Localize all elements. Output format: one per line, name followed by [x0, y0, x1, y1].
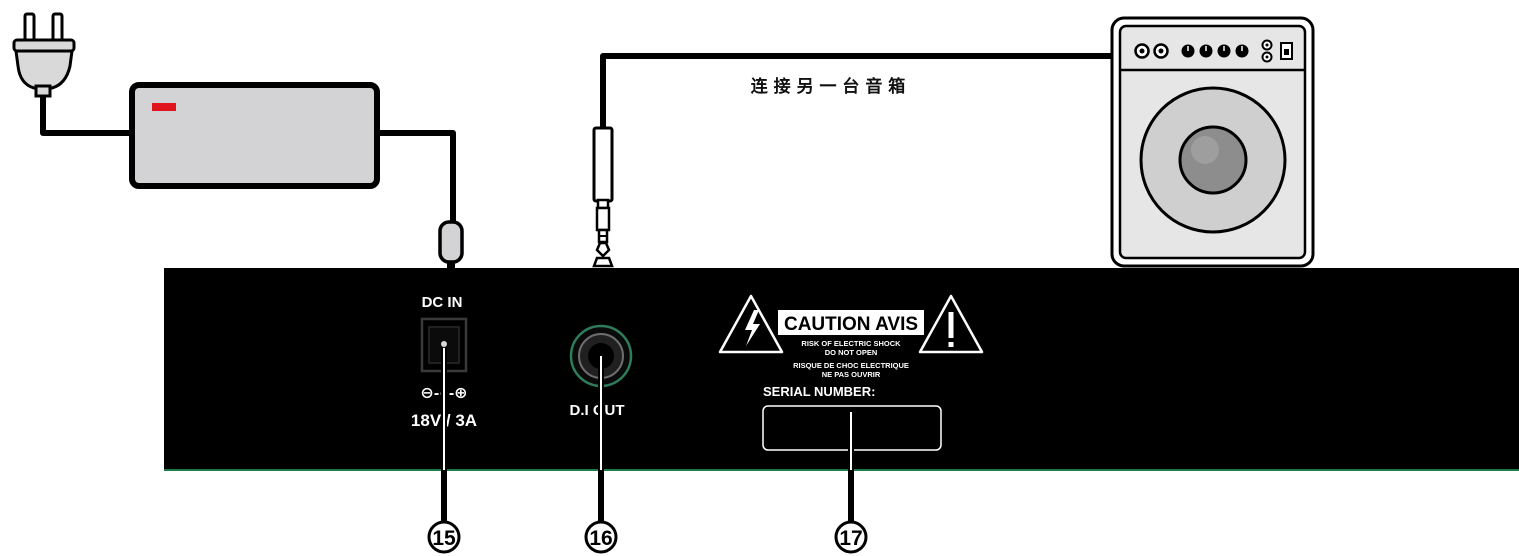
dc-plug-icon — [438, 220, 464, 274]
power-cable — [40, 96, 456, 224]
callout-16: 16 — [584, 520, 618, 554]
amplifier-icon — [1110, 16, 1315, 268]
amp-speaker-cone — [1139, 86, 1287, 234]
caution-title: CAUTION AVIS — [784, 314, 918, 335]
callout-17: 17 — [834, 520, 868, 554]
dc-in-label: DC IN — [422, 294, 463, 311]
serial-number-label: SERIAL NUMBER: — [763, 384, 875, 399]
callout-16-label: 16 — [589, 527, 612, 550]
di-out-label: D.I OUT — [570, 402, 625, 419]
callout-15-label: 15 — [432, 527, 456, 550]
callout-15: 15 — [427, 520, 461, 554]
callout-leaders — [441, 348, 854, 521]
exclamation-icon — [948, 312, 954, 347]
instrument-cable — [600, 53, 1117, 128]
power-adapter-icon — [129, 82, 380, 189]
callout-17-label: 17 — [839, 527, 862, 550]
warning-triangle-icon — [718, 294, 784, 354]
caution-line-3: RISQUE DE CHOC ELECTRIQUE — [793, 361, 909, 370]
rear-panel — [164, 268, 1519, 471]
power-plug-icon — [12, 12, 76, 98]
lightning-icon — [745, 310, 760, 346]
warning-triangle-icon — [918, 294, 984, 354]
caution-title-box — [778, 310, 924, 335]
amp-connection-caption: 连 接 另 一 台 音 箱 — [751, 76, 906, 97]
instrument-jack-icon — [592, 126, 614, 268]
caution-line-1: RISK OF ELECTRIC SHOCK — [801, 339, 901, 348]
amp-control-panel — [1134, 39, 1293, 63]
caution-line-2: DO NOT OPEN — [825, 348, 878, 357]
caution-line-4: NE PAS OUVRIR — [822, 370, 881, 379]
